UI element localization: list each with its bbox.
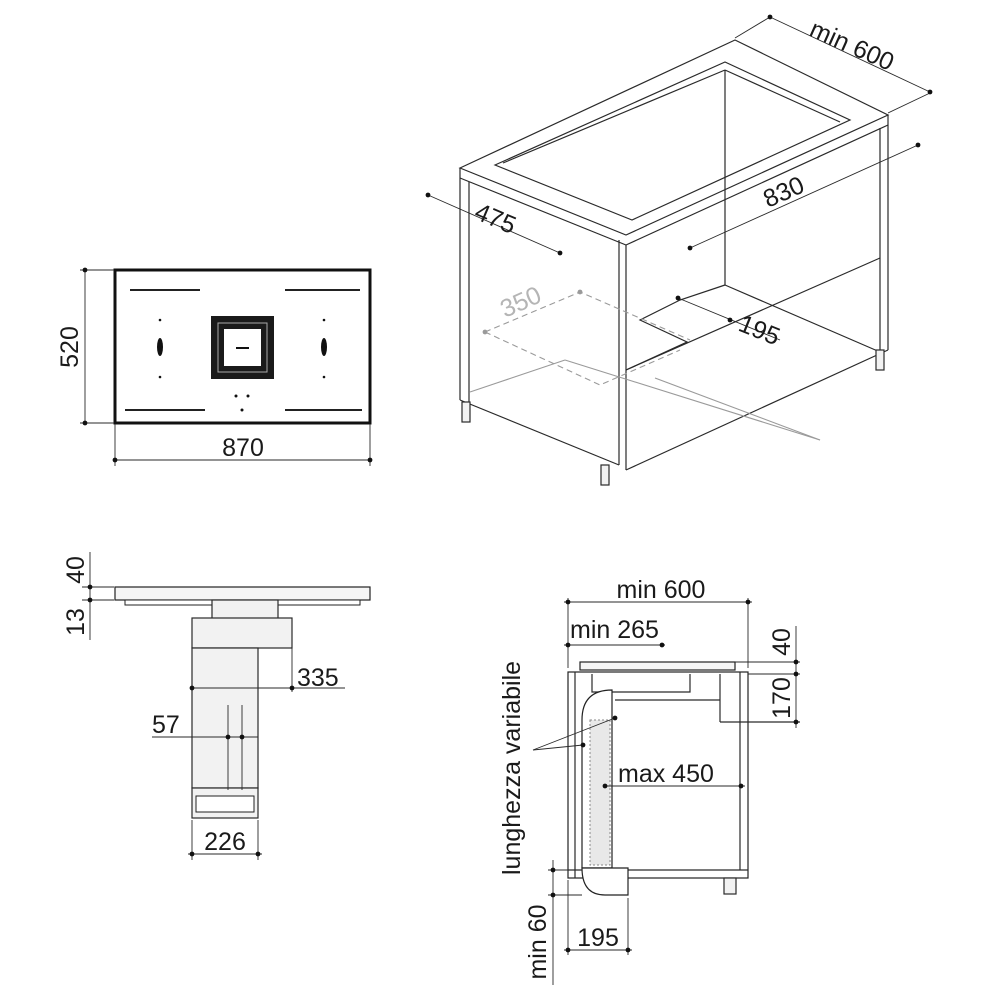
touch-controls-icon: [234, 394, 250, 412]
duct-channel: [191, 647, 259, 789]
cutout-width-label: 830: [759, 171, 809, 214]
side-duct-width-label: 226: [204, 828, 246, 856]
variable-length-label: lunghezza variabile: [498, 661, 526, 875]
hob-depth-label: 520: [56, 326, 84, 368]
worktop-cutout: [493, 61, 852, 221]
section-view: min 600 min 265 40 170 max 450 lunghezza…: [498, 576, 800, 985]
section-top-thickness-label: 40: [768, 628, 796, 656]
hob-width-label: 870: [222, 434, 264, 462]
cabinet-view: 350 195 475 830 min 600: [425, 14, 933, 486]
cabinet-depth-label: min 600: [806, 15, 899, 77]
side-top-thickness-label: 40: [62, 556, 90, 584]
bottom-offset-label: 195: [577, 924, 619, 952]
bottom-clearance-label: min 60: [524, 904, 552, 979]
cutout-depth-label: 475: [471, 198, 520, 240]
side-duct-offset-label: 335: [297, 664, 339, 692]
cabinet-leg: [875, 349, 885, 371]
section-front-offset-label: min 265: [570, 616, 659, 644]
cabinet-leg: [600, 464, 610, 486]
top-view: 870 520: [56, 267, 373, 466]
left-zone-control-icon: [157, 318, 163, 379]
side-glass-thickness-label: 13: [62, 608, 90, 636]
section-drawer-height-label: 170: [768, 677, 796, 719]
section-duct-length-label: max 450: [618, 760, 714, 788]
duct-offset-label: 195: [735, 310, 784, 352]
side-view: 40 13 335 57 226: [62, 552, 371, 860]
section-depth-label: min 600: [617, 576, 706, 604]
cabinet-leg: [461, 401, 471, 423]
side-motor-offset-label: 57: [152, 711, 180, 739]
hob-glass-side: [114, 586, 371, 601]
duct-outline-label: 350: [496, 281, 546, 324]
right-zone-control-icon: [321, 318, 327, 379]
central-extractor-icon: [211, 316, 274, 379]
